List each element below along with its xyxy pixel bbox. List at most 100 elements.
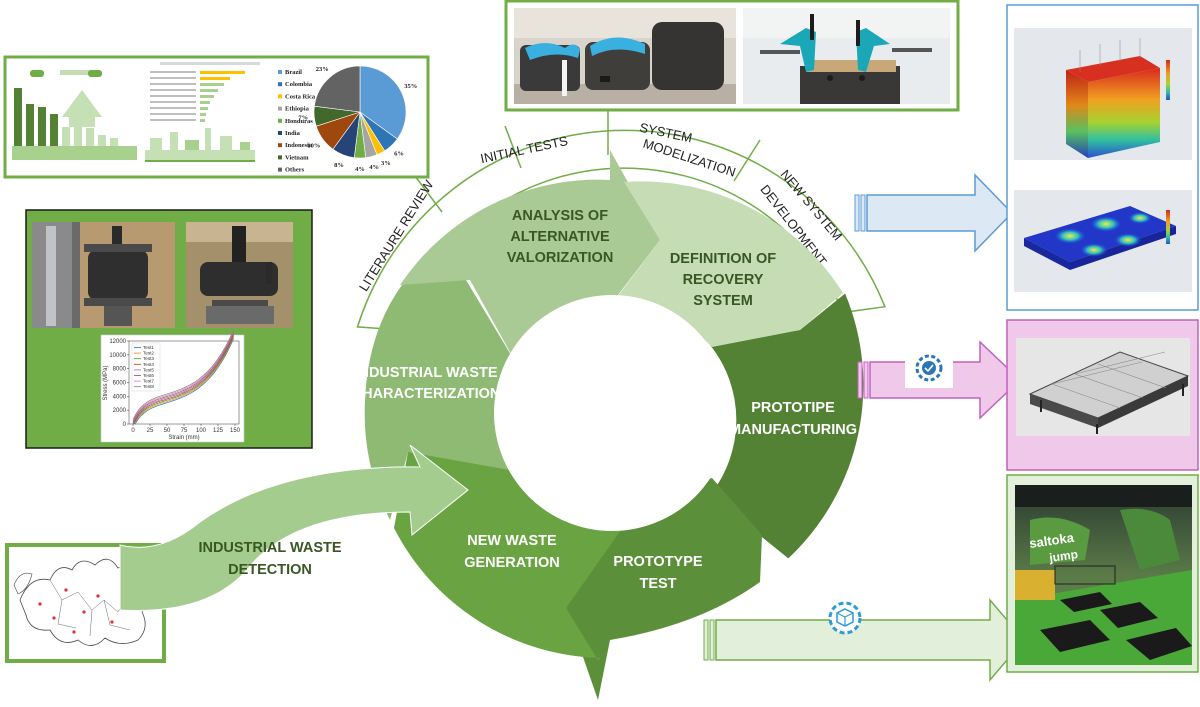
segment-industrial-waste-characterization — [364, 270, 520, 520]
analysis-label-line3: VALORIZATION — [507, 250, 614, 266]
gear-check-icon — [905, 348, 953, 388]
bar-infographic — [12, 70, 137, 160]
pie-slice-label: 35% — [404, 83, 417, 90]
characterization-label: INDUSTRIAL WASTE CHARACTERIZATION — [352, 365, 501, 402]
pie-legend-swatch — [278, 155, 282, 160]
definition-label: DEFINITION OF RECOVERY SYSTEM — [670, 251, 776, 309]
pie-legend-swatch — [278, 106, 282, 111]
venue-logo: saltoka — [1028, 530, 1075, 551]
stress-legend-item: Test4 — [143, 362, 154, 367]
test-label-line2: TEST — [639, 576, 676, 592]
characterization-label-line1: INDUSTRIAL WASTE — [354, 365, 497, 381]
simulation-panel — [1006, 4, 1199, 311]
stress-curve — [132, 334, 234, 425]
pie-slice-label: 4% — [355, 166, 365, 173]
detection-arrow: INDUSTRIAL WASTE DETECTION — [119, 444, 469, 611]
green-output-arrow — [703, 597, 1025, 683]
trampoline-park-panel: saltoka jump — [1006, 474, 1199, 673]
gear-cube-icon — [828, 601, 862, 635]
pie-slice-label: 8% — [334, 162, 344, 169]
strain-tick-label: 150 — [230, 428, 241, 434]
definition-label-line2: RECOVERY — [683, 272, 764, 288]
photo-foam-blocks — [514, 8, 736, 104]
pie-legend-swatch — [278, 94, 282, 99]
stress-legend-item: Test3 — [143, 356, 154, 361]
pie-legend-item: Costa Rica — [285, 93, 316, 100]
stress-legend-item: Test5 — [143, 367, 154, 372]
pie-slice — [359, 65, 407, 140]
manufacturing-label: PROTOTIPE MANUFACTURING — [729, 400, 857, 438]
stress-legend-item: Test1 — [143, 345, 154, 350]
manufacturing-label-line1: PROTOTIPE — [751, 400, 835, 416]
sample-photos-panel — [504, 0, 960, 112]
stress-curve — [132, 333, 234, 424]
horizontal-bars — [145, 62, 260, 162]
detection-label-line1: INDUSTRIAL WASTE — [198, 540, 341, 556]
stress-tick-label: 12000 — [109, 339, 126, 345]
segment-prototype-manufacturing — [710, 293, 864, 559]
stress-curve — [132, 335, 234, 425]
characterization-label-line2: CHARACTERIZATION — [352, 386, 501, 402]
stress-curve — [132, 330, 234, 422]
pie-legend-swatch — [278, 143, 282, 148]
pie-legend-item: India — [285, 130, 301, 137]
fem-plate-render — [1024, 206, 1176, 270]
analysis-label-line1: ANALYSIS OF — [512, 208, 608, 224]
prototype-render-panel — [1006, 319, 1199, 471]
detection-label-line2: DETECTION — [228, 562, 312, 578]
stress-axis-label: Stress (MPa) — [103, 365, 109, 400]
stress-tick-label: 0 — [123, 422, 127, 428]
analysis-label: ANALYSIS OF ALTERNATIVE VALORIZATION — [507, 208, 614, 266]
stress-tick-label: 2000 — [113, 408, 127, 414]
strain-tick-label: 125 — [213, 428, 224, 434]
pie-legend-swatch — [278, 70, 282, 74]
pie-legend-item: Indonesia — [285, 142, 313, 149]
test-label-line1: PROTOTYPE — [613, 554, 702, 570]
blue-output-arrow — [854, 173, 1014, 253]
stress-curve — [132, 332, 234, 423]
strain-tick-label: 75 — [181, 428, 188, 434]
stress-curve — [132, 338, 234, 425]
stress-legend-item: Test7 — [143, 379, 154, 384]
photo-compression-b — [186, 222, 293, 328]
segment-new-waste-generation — [394, 452, 628, 660]
pie-legend-item: Brazil — [285, 69, 302, 76]
manufacturing-label-line2: MANUFACTURING — [729, 422, 857, 438]
generation-label-line1: NEW WASTE — [467, 533, 557, 549]
stress-tick-label: 10000 — [109, 353, 126, 359]
stress-legend-item: Test2 — [143, 351, 154, 356]
test-label: PROTOTYPE TEST — [613, 554, 702, 592]
pie-legend-swatch — [278, 167, 282, 172]
pie-legend-swatch — [278, 118, 282, 123]
venue-logo-sub: jump — [1047, 547, 1078, 565]
strain-tick-label: 25 — [147, 428, 154, 434]
pink-output-arrow — [857, 340, 1022, 420]
stress-tick-label: 8000 — [113, 367, 127, 373]
stress-curve — [132, 329, 234, 420]
pie-slice-label: 23% — [316, 66, 329, 73]
strain-tick-label: 0 — [131, 428, 135, 434]
strain-axis-label: Strain (mm) — [168, 435, 199, 441]
stress-legend-item: Test6 — [143, 373, 154, 378]
photo-clamp-test — [743, 8, 950, 104]
strain-tick-label: 50 — [164, 428, 171, 434]
pie-legend-item: Ethiopia — [285, 106, 310, 113]
stress-tick-label: 6000 — [113, 381, 127, 387]
pie-legend-item: Colombia — [285, 81, 313, 88]
pie-slice-label: 7% — [298, 114, 308, 121]
process-cycle: ANALYSIS OF ALTERNATIVE VALORIZATION DEF… — [352, 150, 864, 700]
pie-slice-label: 10% — [307, 143, 320, 150]
pie-legend-swatch — [278, 82, 282, 87]
photo-compression-a — [32, 222, 175, 328]
pie-slice-label: 4% — [369, 164, 379, 171]
pie-legend-item: Others — [285, 167, 305, 174]
pie-slice — [314, 65, 361, 113]
generation-label-line2: GENERATION — [464, 555, 560, 571]
analysis-label-line2: ALTERNATIVE — [510, 229, 610, 245]
definition-label-line1: DEFINITION OF — [670, 251, 776, 267]
definition-label-line3: SYSTEM — [693, 293, 753, 309]
